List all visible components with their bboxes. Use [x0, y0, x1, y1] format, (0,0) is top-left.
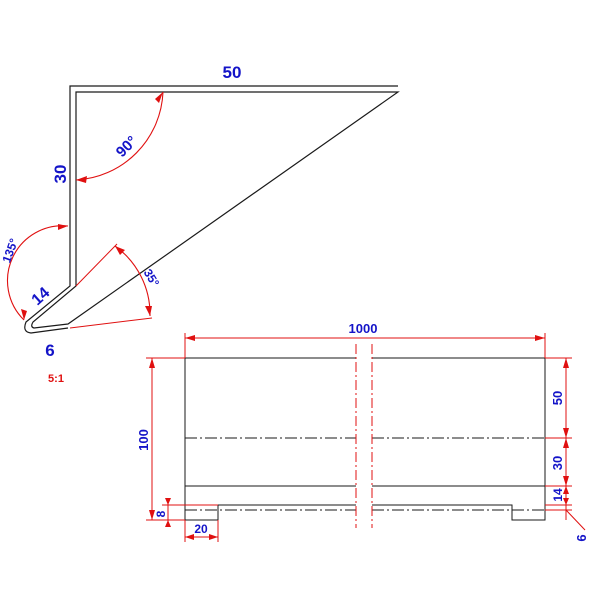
profile-angle-135: 135°	[0, 236, 21, 264]
front-overall-length: 1000	[349, 321, 378, 336]
arrow-35-b	[145, 306, 152, 316]
profile-angle-90: 90°	[113, 133, 141, 161]
front-notch-height: 8	[154, 510, 168, 517]
dim-right-chain	[545, 357, 586, 531]
arrow-35-a	[115, 246, 125, 255]
dim-overall-length	[184, 333, 546, 358]
front-top-band: 50	[550, 391, 565, 405]
front-notch-width: 20	[194, 522, 208, 536]
front-overall-height: 100	[136, 429, 151, 451]
front-view: 1000 100 8 20	[136, 321, 589, 542]
arrow-90-b	[155, 92, 163, 103]
arrow-90-a	[76, 176, 87, 183]
ext-35-lower	[69, 317, 153, 329]
dim-notch-width	[184, 520, 219, 542]
front-middle-band: 30	[550, 456, 565, 470]
profile-vertical-length: 30	[51, 165, 70, 184]
arrow-135-b	[21, 309, 27, 320]
profile-view: 50 30 90° 135° 14 35° 6 5:1	[0, 63, 400, 385]
profile-top-length: 50	[223, 63, 242, 82]
front-hem: 6	[574, 534, 589, 541]
profile-slope-length: 14	[29, 284, 54, 309]
front-left-half	[184, 357, 356, 521]
profile-scale: 5:1	[48, 373, 64, 385]
arrow-135-a	[58, 224, 68, 230]
arc-90	[75, 91, 164, 181]
profile-outline	[24, 85, 400, 334]
front-right-half	[372, 357, 546, 521]
arc-135	[6, 225, 69, 321]
dim-overall-height	[146, 357, 185, 521]
dim-notch-height	[162, 498, 218, 527]
ext-35-upper	[75, 243, 118, 287]
front-slope-band: 14	[551, 488, 565, 502]
break-lines	[355, 344, 373, 528]
profile-hem-length: 6	[45, 341, 54, 360]
arc-35	[114, 245, 151, 317]
